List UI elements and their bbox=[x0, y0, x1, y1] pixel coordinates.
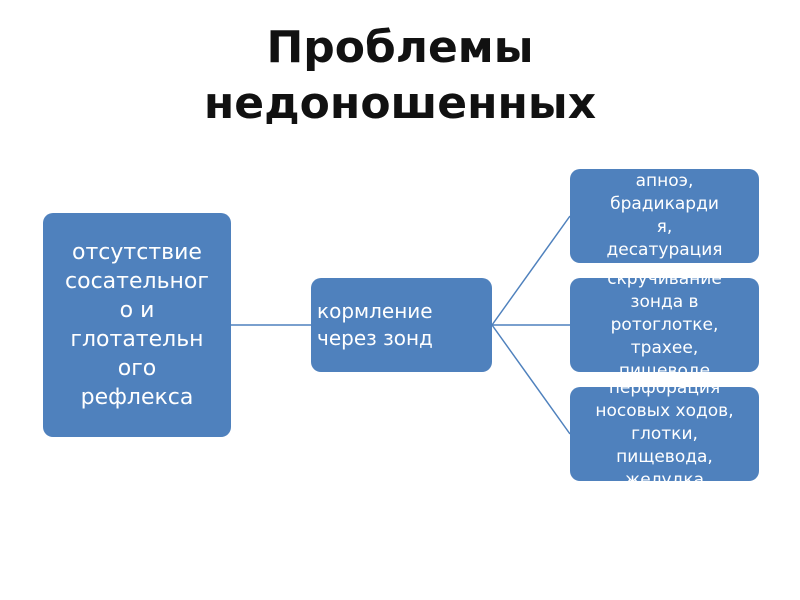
root-node-line: глотательн bbox=[70, 327, 204, 352]
middle-node-line: через зонд bbox=[317, 326, 433, 350]
connector-middle-to-leaf-3 bbox=[491, 324, 571, 435]
leaf-node-line: носовых ходов, bbox=[595, 400, 734, 421]
leaf-node-line: пищеводе bbox=[618, 360, 711, 373]
middle-node-line: кормление bbox=[317, 299, 433, 323]
root-node-line: ого bbox=[117, 356, 157, 381]
leaf-node-line: глотки, bbox=[631, 423, 698, 444]
leaf-node-line: брадикарди bbox=[610, 194, 719, 214]
slide-title-line-2: недоношенных bbox=[203, 78, 597, 129]
leaf-node-line: желудка bbox=[624, 469, 705, 482]
connector-middle-to-leaf-1 bbox=[491, 215, 571, 326]
leaf-node-tube-twisting: скручивание зонда в ротоглотке, трахее, … bbox=[570, 278, 759, 372]
root-node-line: рефлекса bbox=[80, 385, 194, 410]
leaf-node-line: я, bbox=[656, 217, 673, 237]
middle-node-tube-feeding: кормление через зонд bbox=[311, 278, 492, 372]
leaf-node-line: десатурация bbox=[606, 240, 723, 260]
leaf-node-line: пищевода, bbox=[616, 446, 713, 467]
leaf-node-line: апноэ, bbox=[635, 171, 694, 191]
root-node-line: о и bbox=[119, 298, 155, 323]
slide-title-line-1: Проблемы bbox=[266, 22, 534, 73]
leaf-node-apnea: апноэ, брадикарди я, десатурация bbox=[570, 169, 759, 263]
leaf-node-line: перфорация bbox=[608, 387, 721, 398]
leaf-node-line: трахее, bbox=[630, 337, 699, 358]
leaf-node-line: ротоглотке, bbox=[610, 314, 719, 335]
leaf-node-line: скручивание bbox=[607, 278, 722, 289]
leaf-node-perforation: перфорация носовых ходов, глотки, пищево… bbox=[570, 387, 759, 481]
root-node-line: отсутствие bbox=[72, 240, 202, 265]
slide-title: Проблемы недоношенных bbox=[0, 20, 800, 132]
root-node-no-sucking-reflex: отсутствие сосательног о и глотательн ог… bbox=[43, 213, 231, 437]
root-node-line: сосательног bbox=[65, 269, 209, 294]
leaf-node-line: зонда в bbox=[630, 291, 699, 312]
